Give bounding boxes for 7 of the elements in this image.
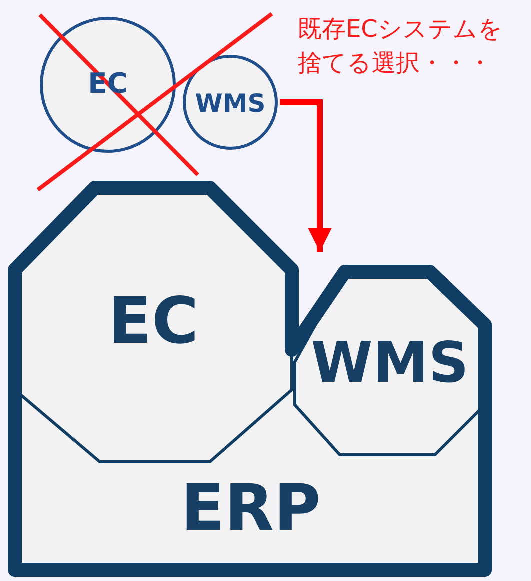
arrow <box>280 100 332 252</box>
platform-outline <box>8 180 494 578</box>
module-label: ERP <box>180 475 322 543</box>
module-label: WMS <box>194 89 267 118</box>
module-label: EC <box>107 288 200 356</box>
module-label: WMS <box>310 334 470 394</box>
note-text: 既存ECシステムを捨てる選択・・・ <box>298 14 504 79</box>
